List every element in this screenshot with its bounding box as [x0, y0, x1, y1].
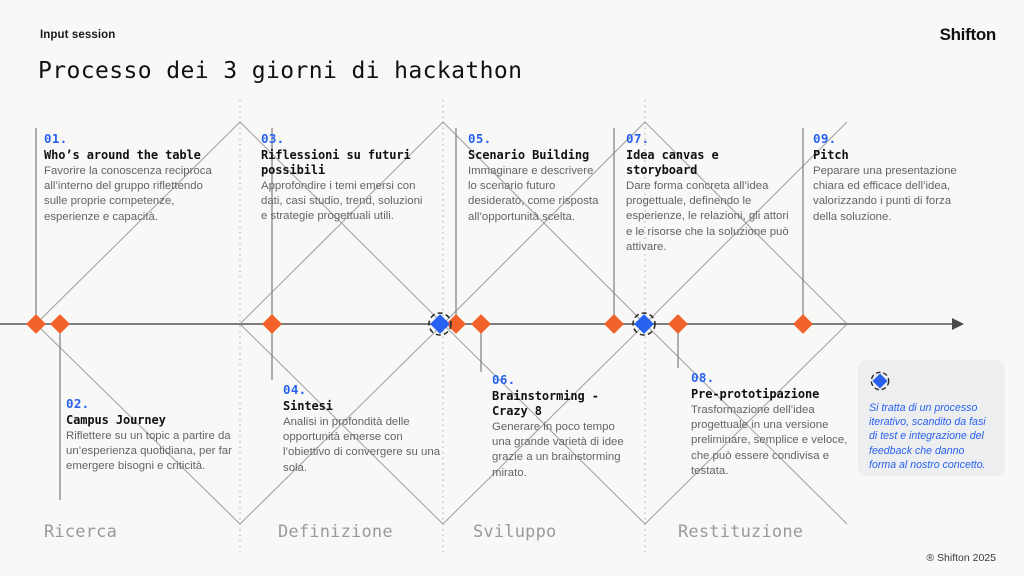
step-block-03[interactable]: 03. Riflessioni su futuri possibili Appr… [261, 131, 429, 225]
milestone-marker [26, 314, 46, 334]
step-body: Immaginare e descrivere lo scenario futu… [468, 165, 599, 223]
brand-logo: Shifton [939, 25, 997, 44]
step-heading: Who’s around the table [44, 148, 201, 162]
milestone-markers [26, 314, 813, 334]
milestone-marker [668, 314, 688, 334]
step-heading: Pre-prototipazione [691, 387, 820, 401]
step-number: 08. [691, 370, 715, 385]
phase-label-sviluppo: Sviluppo [473, 522, 557, 542]
step-number: 07. [626, 131, 650, 146]
step-block-06[interactable]: 06. Brainstorming - Crazy 8 Generare in … [492, 372, 632, 481]
step-body: Favorire la conoscenza reciproca all’int… [44, 165, 212, 223]
step-heading: Campus Journey [66, 413, 166, 427]
step-block-02[interactable]: 02. Campus Journey Riflettere su un topi… [66, 396, 242, 475]
step-heading: Sintesi [283, 399, 333, 413]
step-number: 04. [283, 382, 307, 397]
milestone-marker [604, 314, 624, 334]
step-body: Approfondire i temi emersi con dati, cas… [261, 180, 423, 223]
eyebrow-label: Input session [40, 29, 116, 41]
page-title: Processo dei 3 giorni di hackathon [38, 58, 523, 84]
step-body: Peparare una presentazione chiara ed eff… [813, 165, 957, 223]
step-block-08[interactable]: 08. Pre-prototipazione Trasformazione de… [691, 370, 855, 479]
step-heading: Scenario Building [468, 148, 590, 162]
step-number: 03. [261, 131, 285, 146]
step-block-01[interactable]: 01. Who’s around the table Favorire la c… [44, 131, 222, 225]
iteration-marker [632, 312, 656, 336]
callout-text: Si tratta di un processo iterativo, scan… [869, 402, 986, 471]
step-number: 05. [468, 131, 492, 146]
phase-label-ricerca: Ricerca [44, 522, 118, 542]
iteration-diamond-icon [870, 371, 890, 391]
step-heading: Pitch [813, 148, 849, 162]
step-number: 06. [492, 372, 516, 387]
iteration-marker [428, 312, 452, 336]
milestone-marker [262, 314, 282, 334]
phase-label-restituzione: Restituzione [678, 522, 804, 542]
step-block-07[interactable]: 07. Idea canvas e storyboard Dare forma … [626, 131, 796, 255]
iteration-callout: Si tratta di un processo iterativo, scan… [858, 360, 1005, 476]
step-heading: Riflessioni su futuri possibili [261, 148, 411, 177]
milestone-marker [793, 314, 813, 334]
step-heading: Idea canvas e storyboard [626, 148, 719, 177]
step-heading: Brainstorming - Crazy 8 [492, 389, 599, 418]
copyright-footer: ® Shifton 2025 [926, 552, 996, 564]
milestone-marker [471, 314, 491, 334]
step-block-04[interactable]: 04. Sintesi Analisi in profondità delle … [283, 382, 443, 476]
step-body: Trasformazione dell’idea progettuale in … [691, 404, 848, 477]
step-number: 01. [44, 131, 68, 146]
step-block-09[interactable]: 09. Pitch Peparare una presentazione chi… [813, 131, 959, 225]
step-body: Generare in poco tempo una grande variet… [492, 421, 624, 479]
axis-arrowhead [952, 318, 964, 330]
step-body: Analisi in profondità delle opportunità … [283, 416, 441, 474]
step-block-05[interactable]: 05. Scenario Building Immaginare e descr… [468, 131, 600, 225]
step-body: Riflettere su un topic a partire da un’e… [66, 430, 232, 473]
milestone-marker [50, 314, 70, 334]
phase-label-definizione: Definizione [278, 522, 393, 542]
step-number: 09. [813, 131, 837, 146]
step-number: 02. [66, 396, 90, 411]
milestone-marker [446, 314, 466, 334]
step-body: Dare forma concreta all’idea progettuale… [626, 180, 789, 253]
